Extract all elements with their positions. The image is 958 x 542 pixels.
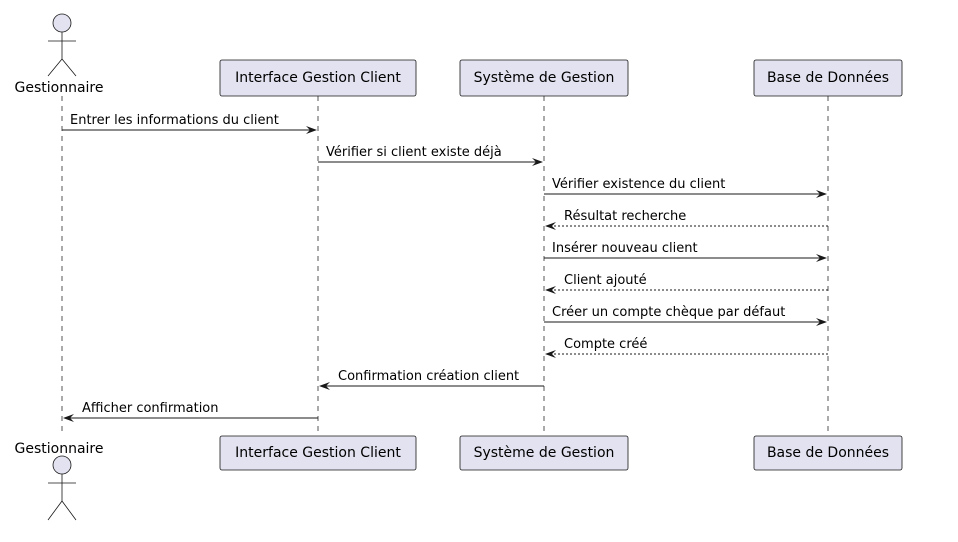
arrowhead-icon: [545, 350, 556, 358]
actor-gestionnaire-top: Gestionnaire: [15, 13, 104, 96]
participant-label-gestionnaire: Gestionnaire: [15, 80, 104, 96]
message-10: Afficher confirmation: [63, 401, 318, 422]
participant-label-interface: Interface Gestion Client: [235, 445, 401, 461]
arrowhead-icon: [816, 254, 827, 262]
message-7: Créer un compte chèque par défaut: [544, 305, 827, 326]
participant-interface-top: Interface Gestion Client: [219, 59, 417, 97]
participant-base-bottom: Base de Données: [753, 435, 903, 471]
message-6: Client ajouté: [545, 273, 828, 294]
arrowhead-icon: [319, 382, 330, 390]
message-label: Confirmation création client: [338, 369, 519, 384]
message-1: Entrer les informations du client: [62, 113, 317, 134]
message-9: Confirmation création client: [319, 369, 544, 390]
participant-label-base: Base de Données: [767, 70, 889, 86]
participant-base-top: Base de Données: [753, 59, 903, 97]
actor-body-icon: [47, 474, 77, 521]
message-label: Client ajouté: [564, 273, 647, 288]
participant-systeme-top: Système de Gestion: [459, 59, 629, 97]
arrowhead-icon: [545, 222, 556, 230]
message-8: Compte créé: [545, 337, 828, 358]
message-4: Résultat recherche: [545, 209, 828, 230]
message-2: Vérifier si client existe déjà: [318, 145, 543, 166]
participant-label-gestionnaire: Gestionnaire: [15, 441, 104, 457]
participant-box: [219, 59, 417, 97]
arrowhead-icon: [63, 414, 74, 422]
participant-box: [219, 435, 417, 471]
message-label: Compte créé: [564, 337, 647, 352]
participant-box: [459, 435, 629, 471]
participant-box: [753, 435, 903, 471]
message-label: Résultat recherche: [564, 209, 686, 224]
participant-label-systeme: Système de Gestion: [474, 445, 615, 461]
message-label: Entrer les informations du client: [70, 113, 279, 128]
participant-interface-bottom: Interface Gestion Client: [219, 435, 417, 471]
actor-body-icon: [47, 32, 77, 77]
participant-label-systeme: Système de Gestion: [474, 70, 615, 86]
actor-gestionnaire-bottom: Gestionnaire: [15, 441, 104, 521]
message-5: Insérer nouveau client: [544, 241, 827, 262]
participant-label-interface: Interface Gestion Client: [235, 70, 401, 86]
arrowhead-icon: [816, 190, 827, 198]
participant-systeme-bottom: Système de Gestion: [459, 435, 629, 471]
arrowhead-icon: [816, 318, 827, 326]
message-label: Vérifier si client existe déjà: [326, 145, 502, 160]
message-label: Vérifier existence du client: [552, 177, 725, 192]
actor-head-icon: [52, 13, 72, 33]
actor-head-icon: [52, 455, 72, 475]
message-label: Insérer nouveau client: [552, 241, 698, 256]
message-3: Vérifier existence du client: [544, 177, 827, 198]
arrowhead-icon: [306, 126, 317, 134]
message-list: Entrer les informations du clientVérifie…: [62, 113, 828, 422]
arrowhead-icon: [545, 286, 556, 294]
participant-box: [459, 59, 629, 97]
message-label: Afficher confirmation: [82, 401, 219, 416]
participant-label-base: Base de Données: [767, 445, 889, 461]
participant-box: [753, 59, 903, 97]
message-label: Créer un compte chèque par défaut: [552, 305, 785, 320]
arrowhead-icon: [532, 158, 543, 166]
